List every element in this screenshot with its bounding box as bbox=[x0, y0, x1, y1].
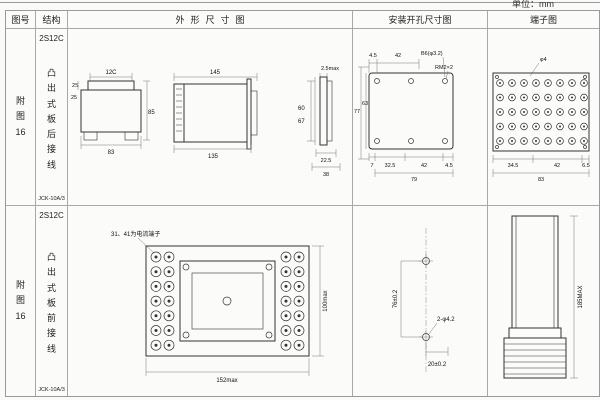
install-cell-row1: 4.5 42 B6(φ3.2) RM2×2 77 63 7 32.5 42 4.… bbox=[353, 29, 488, 206]
front-view: 12C 2S 25 83 85 bbox=[71, 70, 155, 156]
terminal-cell-row1: φ4 34.5 42 6.5 83 bbox=[488, 29, 599, 206]
fig-number: 附图16 bbox=[15, 280, 26, 321]
dim-install-b0: 7 bbox=[370, 163, 373, 169]
dim-panel-1: 22.5 bbox=[321, 158, 332, 164]
terminal-drawing-rear: φ4 34.5 42 6.5 83 bbox=[492, 57, 590, 183]
dim-edge-offset: 20±0.2 bbox=[428, 362, 447, 368]
dim-outline2-width: 152max bbox=[216, 378, 237, 384]
dim-install-b3: 4.5 bbox=[445, 163, 453, 169]
dim-outline2-height: 100max bbox=[323, 290, 329, 311]
structure-desc: 凸出式板后接线 bbox=[46, 67, 56, 170]
dim-install-left-outer: 77 bbox=[354, 109, 360, 115]
dim-panel-2: 38 bbox=[323, 172, 329, 178]
outline-drawing-front: 31、41为电流端子 100max 152max bbox=[111, 230, 329, 384]
terminal-drawing-front: 185MAX bbox=[503, 215, 584, 379]
relay-code: JCK-10A/3 bbox=[38, 196, 65, 202]
label-hole-count: 2-φ4.2 bbox=[437, 317, 455, 323]
dim-hole-spacing: 76±0.2 bbox=[393, 289, 399, 308]
dim-height-inner: 60 bbox=[298, 106, 305, 112]
terminal-grid bbox=[496, 79, 588, 145]
relay-code: JCK-10A/3 bbox=[38, 387, 65, 393]
unit-label: 单位：mm bbox=[512, 0, 554, 9]
header-structure: 结构 bbox=[36, 11, 68, 29]
label-screw-spec: RM2×2 bbox=[435, 65, 453, 71]
dim-terminal-2: 42 bbox=[554, 163, 560, 169]
structure-cell-row1: 2S12C 凸出式板后接线 JCK-10A/3 bbox=[36, 29, 68, 206]
fig-number: 附图16 bbox=[15, 96, 26, 137]
structure-cell-row2: 2S12C 凸出式板前接线 JCK-10A/3 bbox=[36, 206, 68, 396]
terminal-column-left-dots bbox=[154, 255, 171, 347]
terminal-column-right-dots bbox=[284, 255, 301, 347]
top-rule bbox=[0, 2, 600, 3]
label-hole-spec: B6(φ3.2) bbox=[421, 51, 443, 57]
label-terminal-hole: φ4 bbox=[540, 57, 547, 63]
fig-cell-row2: 附图16 bbox=[6, 206, 36, 396]
label-2s: 2S bbox=[72, 83, 79, 89]
dim-terminal-3: 6.5 bbox=[582, 163, 590, 169]
dim-terminal-total: 83 bbox=[538, 177, 544, 183]
side-view: 145 135 bbox=[173, 70, 258, 160]
dim-terminal-1: 34.5 bbox=[508, 163, 519, 169]
dim-front-right: 85 bbox=[148, 110, 155, 116]
header-outline: 外形尺寸图 bbox=[68, 11, 353, 29]
dim-side-top: 145 bbox=[210, 70, 221, 76]
install-drawing-front: 76±0.2 2-φ4.2 20±0.2 bbox=[393, 228, 455, 372]
dim-front-left: 25 bbox=[71, 95, 77, 101]
terminal-column-left bbox=[150, 251, 175, 351]
header-install: 安装开孔尺寸图 bbox=[353, 11, 488, 29]
dim-panel-top: 2.5max bbox=[321, 66, 339, 72]
model-label: 2S12C bbox=[39, 34, 64, 43]
terminal-grid-dots bbox=[499, 82, 585, 142]
outline-drawing-rear: 12C 2S 25 83 85 145 bbox=[71, 66, 341, 178]
dim-height-outer: 67 bbox=[298, 119, 305, 125]
dim-side-bottom: 135 bbox=[208, 154, 219, 160]
terminal-cell-row2: 185MAX bbox=[488, 206, 599, 396]
dim-front-top: 12C bbox=[105, 70, 117, 76]
dim-install-top2: 42 bbox=[395, 53, 401, 59]
fig-cell-row1: 附图16 bbox=[6, 29, 36, 206]
outline-cell-row1: 12C 2S 25 83 85 145 bbox=[68, 29, 353, 206]
note-current-terminals: 31、41为电流端子 bbox=[111, 230, 160, 238]
dim-install-left-inner: 63 bbox=[362, 101, 368, 107]
dim-install-top1: 4.5 bbox=[369, 53, 377, 59]
structure-desc: 凸出式板前接线 bbox=[46, 251, 56, 354]
drawing-table: 图号 结构 外形尺寸图 安装开孔尺寸图 端子图 附图16 2S12C 凸出式板后… bbox=[5, 10, 600, 397]
panel-view: 2.5max 22.5 38 bbox=[311, 66, 341, 178]
header-terminal: 端子图 bbox=[488, 11, 599, 29]
height-dims: 60 67 bbox=[298, 77, 316, 145]
dim-install-b1: 32.5 bbox=[385, 163, 396, 169]
model-label: 2S12C bbox=[39, 211, 64, 220]
dim-install-b2: 42 bbox=[421, 163, 427, 169]
header-fig-no: 图号 bbox=[6, 11, 36, 29]
dim-install-total: 79 bbox=[411, 177, 417, 183]
dim-front-bottom: 83 bbox=[108, 150, 115, 156]
dim-terminal2-height: 185MAX bbox=[578, 285, 584, 308]
outline-cell-row2: 31、41为电流端子 100max 152max bbox=[68, 206, 353, 396]
install-drawing-rear: 4.5 42 B6(φ3.2) RM2×2 77 63 7 32.5 42 4.… bbox=[354, 51, 454, 183]
install-cell-row2: 76±0.2 2-φ4.2 20±0.2 bbox=[353, 206, 488, 396]
terminal-column-right bbox=[280, 251, 305, 351]
